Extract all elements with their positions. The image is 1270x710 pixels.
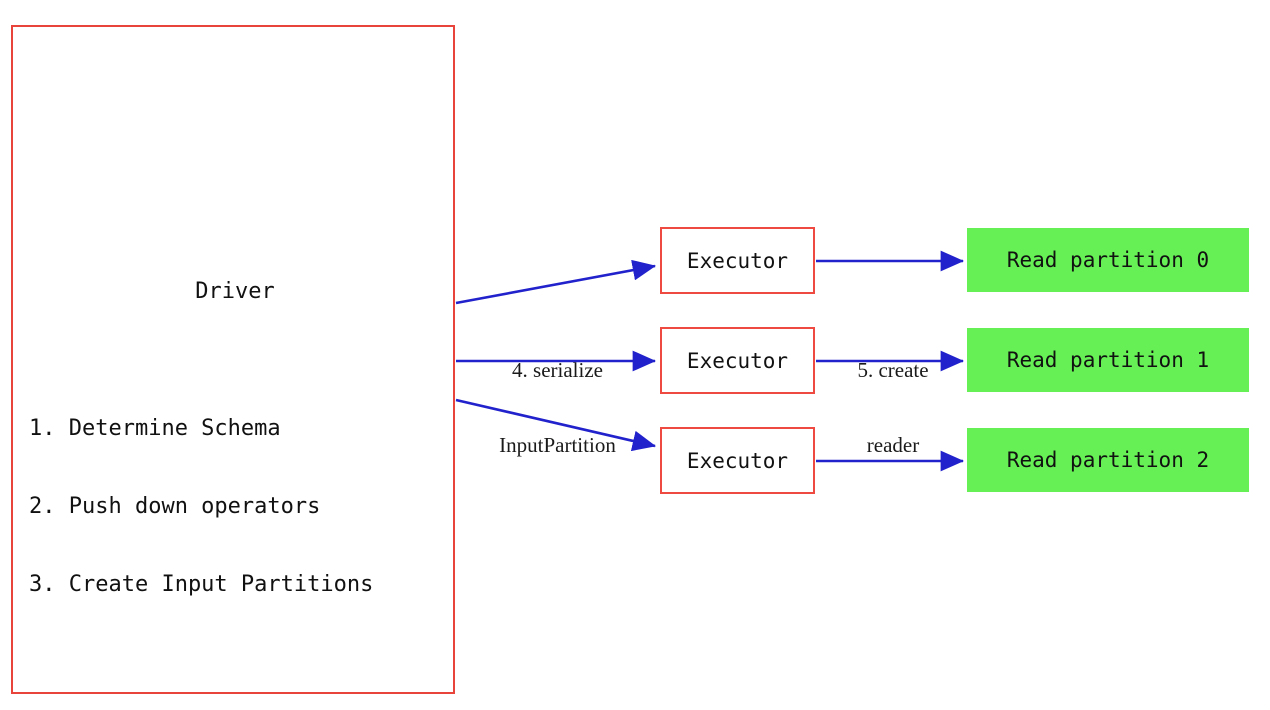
edge-label-serialize-line-1: 4. serialize [512, 358, 603, 382]
executor-box-1: Executor [660, 327, 815, 394]
edge-label-create-reader-line-1: 5. create [857, 358, 929, 382]
edge-label-create-reader-line-2: reader [866, 433, 920, 457]
executor-box-0: Executor [660, 227, 815, 294]
read-partition-label-0: Read partition 0 [1006, 248, 1210, 272]
read-partition-label-2: Read partition 2 [1006, 448, 1210, 472]
driver-box: Driver 1. Determine Schema 2. Push down … [11, 25, 455, 694]
executor-label-0: Executor [686, 248, 789, 273]
driver-step-2: 2. Push down operators [29, 494, 321, 519]
edge-label-serialize-line-2: InputPartition [499, 433, 616, 457]
read-partition-box-0: Read partition 0 [967, 228, 1249, 292]
executor-label-2: Executor [686, 448, 789, 473]
driver-title: Driver [195, 279, 275, 304]
read-partition-label-1: Read partition 1 [1006, 348, 1210, 372]
arrow-driver-to-executor-0 [455, 259, 657, 305]
executor-label-1: Executor [686, 348, 789, 373]
driver-steps-list: 1. Determine Schema 2. Push down operato… [29, 364, 373, 650]
driver-step-3: 3. Create Input Partitions [29, 572, 374, 597]
edge-label-create-reader: 5. create reader [818, 308, 968, 508]
read-partition-box-2: Read partition 2 [967, 428, 1249, 492]
driver-step-1: 1. Determine Schema [29, 416, 281, 441]
executor-box-2: Executor [660, 427, 815, 494]
edge-label-serialize: 4. serialize InputPartition [455, 308, 660, 508]
read-partition-box-1: Read partition 1 [967, 328, 1249, 392]
